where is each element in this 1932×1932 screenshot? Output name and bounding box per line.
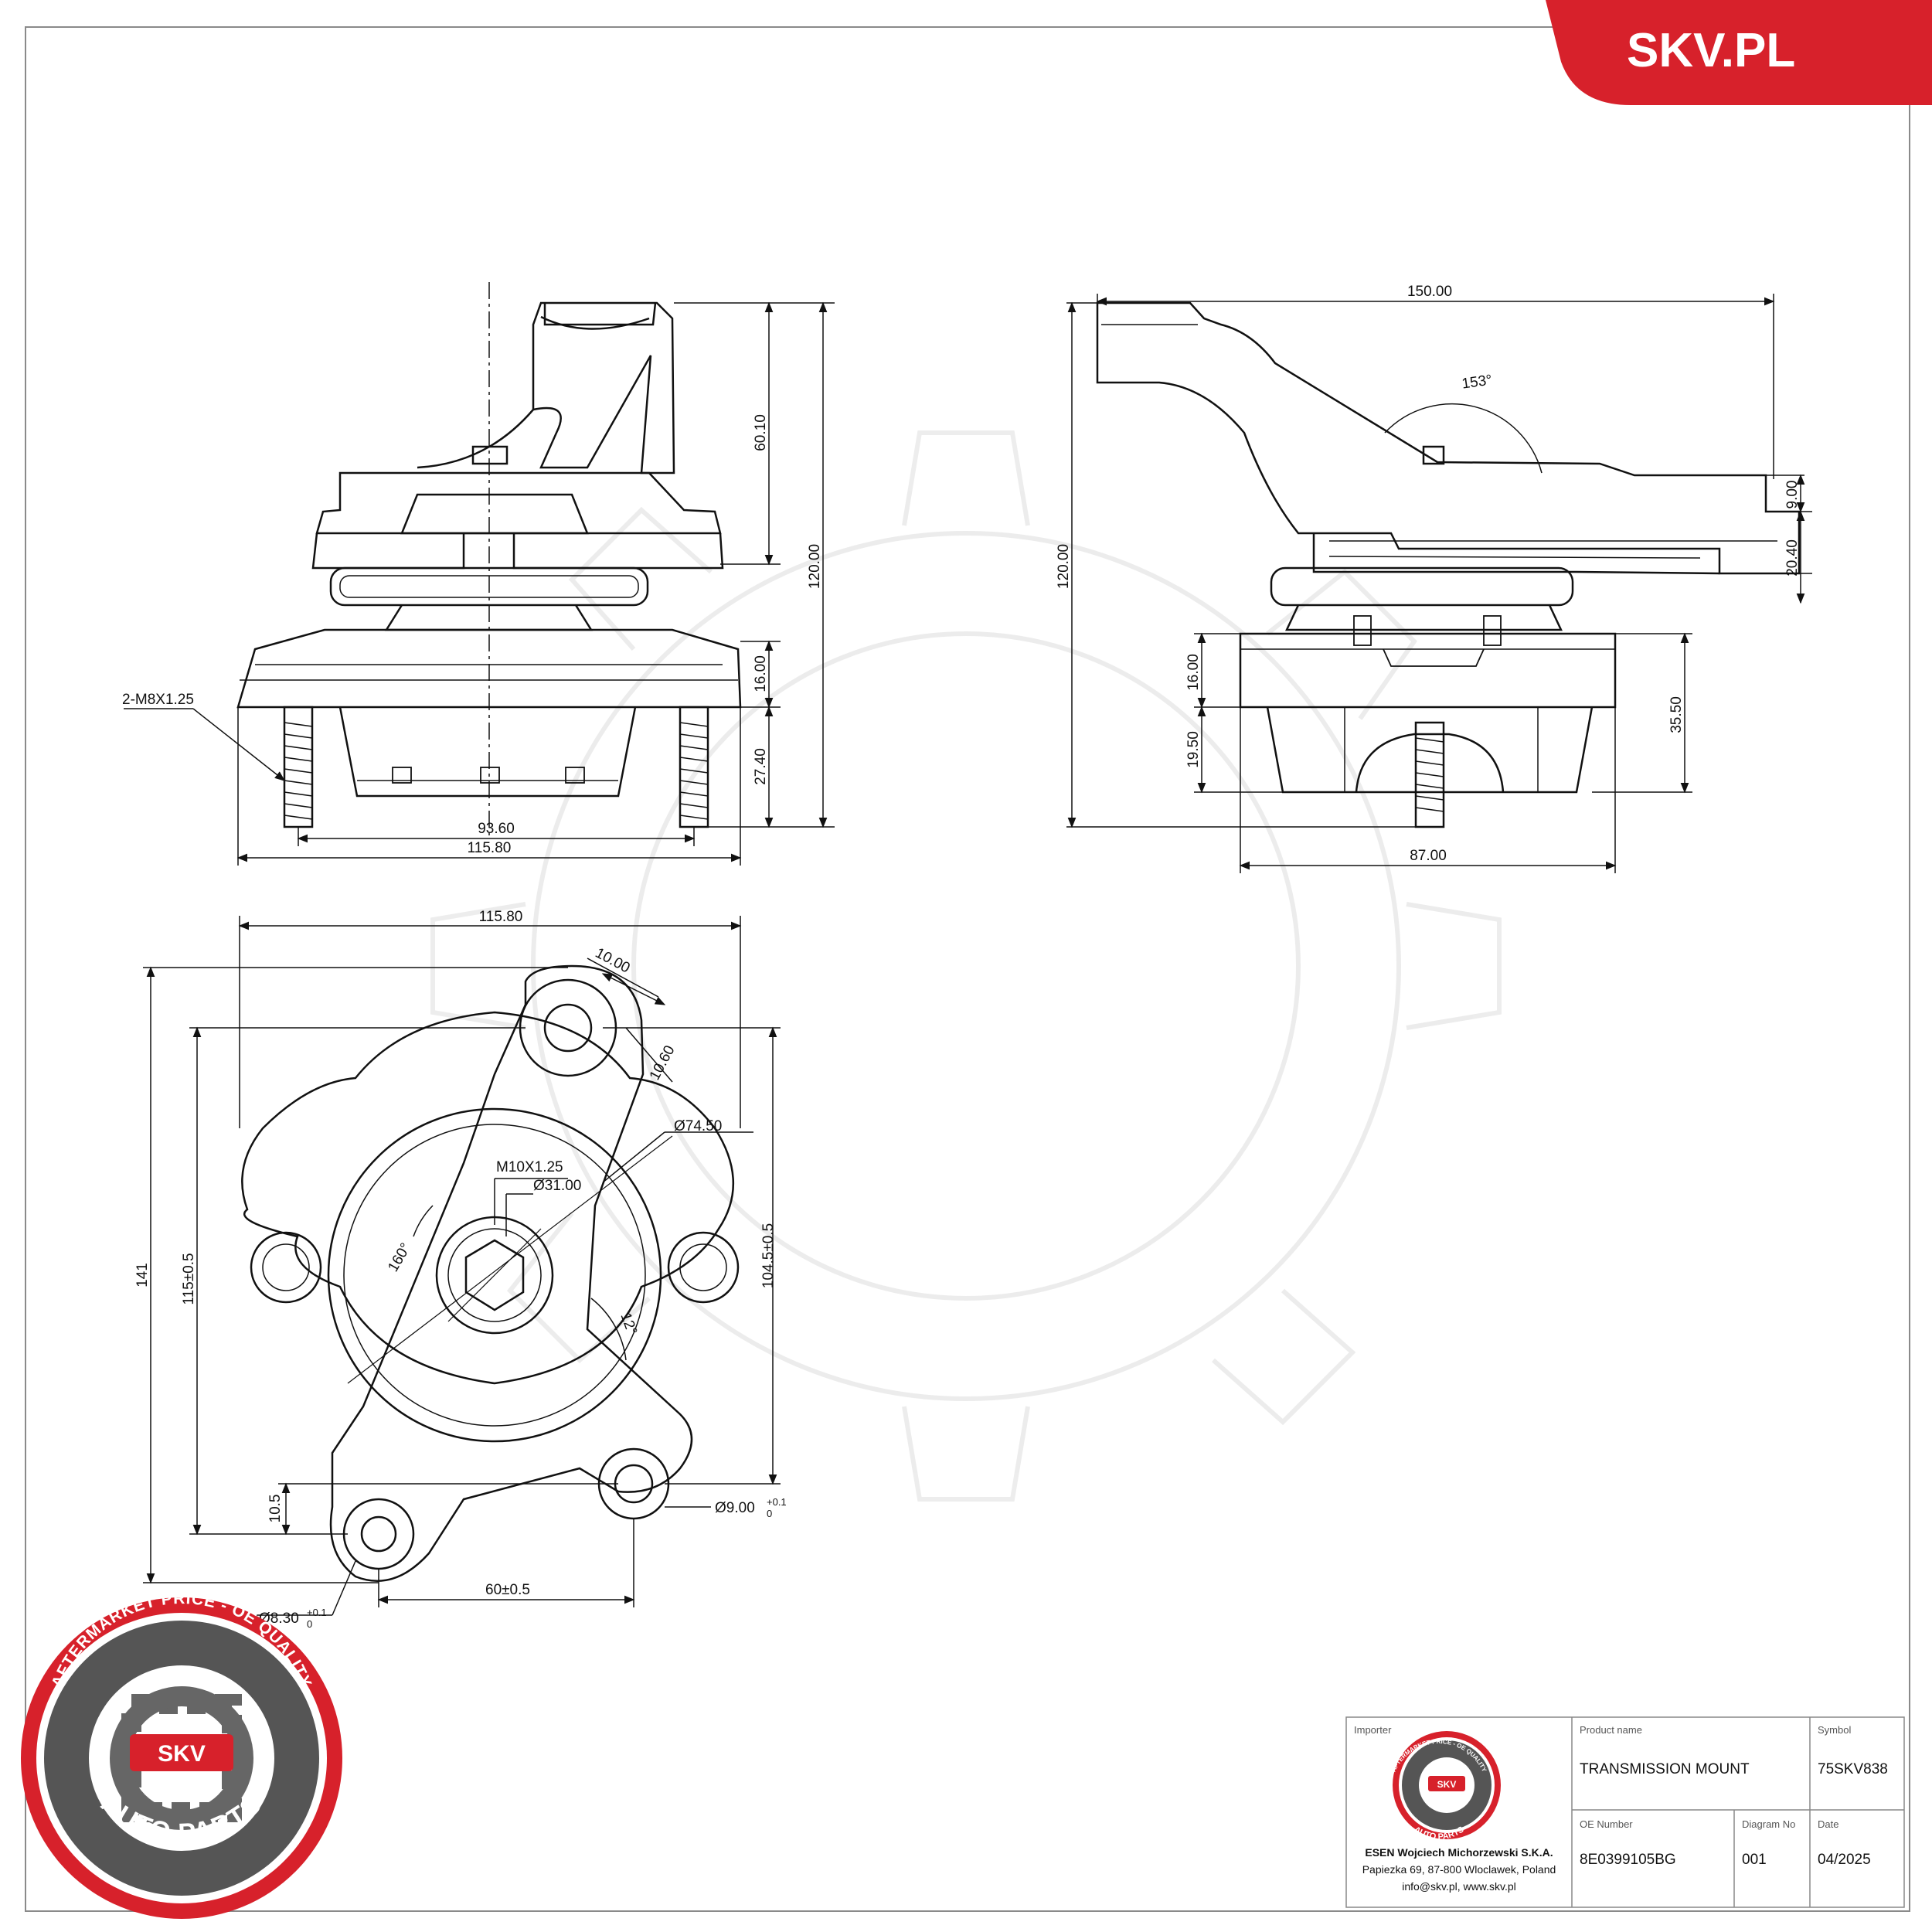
side-view-labels: 150.00 153° 9.00 20.40 120.00 16.00 19.5… — [1056, 284, 1801, 864]
dim-hole-dia-right: Ø9.00 — [715, 1500, 755, 1516]
symbol-label: Symbol — [1818, 1724, 1851, 1736]
importer-address: Papiezka 69, 87-800 Wloclawek, Poland — [1362, 1863, 1556, 1876]
top-view-dimensions — [143, 916, 781, 1616]
dim-top-height-tol: 115±0.5 — [181, 1253, 197, 1304]
mini-seal: SKV AFTERMARKET PRICE - OE QUALITY AUTO … — [1390, 1731, 1501, 1842]
date-value: 04/2025 — [1818, 1852, 1871, 1868]
drawing-frame — [25, 26, 1910, 1912]
diagram-label: Diagram No — [1742, 1818, 1795, 1830]
dim-side-base-width: 87.00 — [1410, 848, 1447, 864]
dim-base-height: 16.00 — [753, 655, 769, 692]
importer-label: Importer — [1354, 1724, 1392, 1736]
label-thread: 2-M8X1.25 — [122, 692, 194, 708]
dim-arm-length: 150.00 — [1407, 284, 1452, 300]
dim-hole-tol-left-lo: 0 — [307, 1618, 312, 1630]
diagram-value: 001 — [1742, 1852, 1767, 1868]
dim-center-dia: Ø74.50 — [674, 1118, 722, 1134]
dim-top-overall-height: 141 — [134, 1263, 151, 1287]
dim-block-height: 35.50 — [1668, 696, 1685, 733]
dim-top-right-height: 104.5±0.5 — [760, 1223, 777, 1288]
side-view-dimensions — [1066, 294, 1812, 873]
dim-side-base-height: 16.00 — [1185, 654, 1202, 691]
title-block: Importer SKV AFTERMARKET PRICE - OE QUAL… — [1345, 1716, 1905, 1908]
dim-total-height: 120.00 — [807, 544, 823, 589]
front-view-labels: 60.10 120.00 16.00 27.40 2-M8X1.25 93.60… — [122, 414, 823, 856]
dim-side-lower-height: 19.50 — [1185, 731, 1202, 768]
dim-stud-length: 27.40 — [753, 748, 769, 785]
label-center-thread: M10X1.25 — [496, 1159, 563, 1175]
dim-angle-b: 12° — [617, 1311, 640, 1337]
product-value: TRANSMISSION MOUNT — [1580, 1761, 1750, 1777]
dim-hole-tol-left: +0.1 — [307, 1607, 327, 1618]
dim-offset-small: 10.5 — [267, 1495, 284, 1523]
dim-base-width: 115.80 — [468, 840, 512, 856]
dim-side-total-height: 120.00 — [1056, 544, 1072, 589]
symbol-value: 75SKV838 — [1818, 1761, 1888, 1777]
brand-logo[interactable]: SKV.PL — [1546, 0, 1932, 105]
date-label: Date — [1818, 1818, 1838, 1830]
oe-value: 8E0399105BG — [1580, 1852, 1676, 1868]
dim-arm-thickness: 9.00 — [1784, 481, 1801, 509]
quality-seal: SKV AFTERMARKET PRICE - OE QUALITY AUTO … — [21, 1590, 342, 1919]
dim-hole-tol-right-lo: 0 — [767, 1508, 772, 1519]
dim-angle-a: 160° — [385, 1240, 414, 1275]
importer-name: ESEN Wojciech Michorzewski S.K.A. — [1365, 1846, 1553, 1859]
product-label: Product name — [1580, 1724, 1642, 1736]
brand-logo-text: SKV.PL — [1627, 24, 1795, 77]
dim-hole-spacing: 60±0.5 — [485, 1582, 530, 1598]
seal-center-text: SKV — [158, 1741, 206, 1767]
dim-arm-offset: 20.40 — [1784, 539, 1801, 577]
dim-hole-dia-left: Ø8.30 — [259, 1611, 299, 1627]
dim-upper-height: 60.10 — [753, 414, 769, 451]
dim-eye-offset: 10.60 — [647, 1043, 679, 1083]
watermark-gear — [430, 430, 1502, 1502]
top-view — [241, 964, 740, 1582]
dim-stud-spacing: 93.60 — [478, 821, 515, 837]
importer-contact: info@skv.pl, www.skv.pl — [1402, 1880, 1516, 1893]
front-view-dimensions — [124, 301, 835, 866]
dim-top-overall-width: 115.80 — [479, 909, 523, 925]
mini-seal-center: SKV — [1437, 1779, 1457, 1790]
dim-hole-tol-right: +0.1 — [767, 1496, 787, 1508]
front-view — [236, 282, 742, 838]
oe-label: OE Number — [1580, 1818, 1633, 1830]
dim-hub-dia: Ø31.00 — [533, 1178, 581, 1194]
dim-angle: 153° — [1461, 372, 1493, 392]
side-view — [1096, 301, 1801, 828]
